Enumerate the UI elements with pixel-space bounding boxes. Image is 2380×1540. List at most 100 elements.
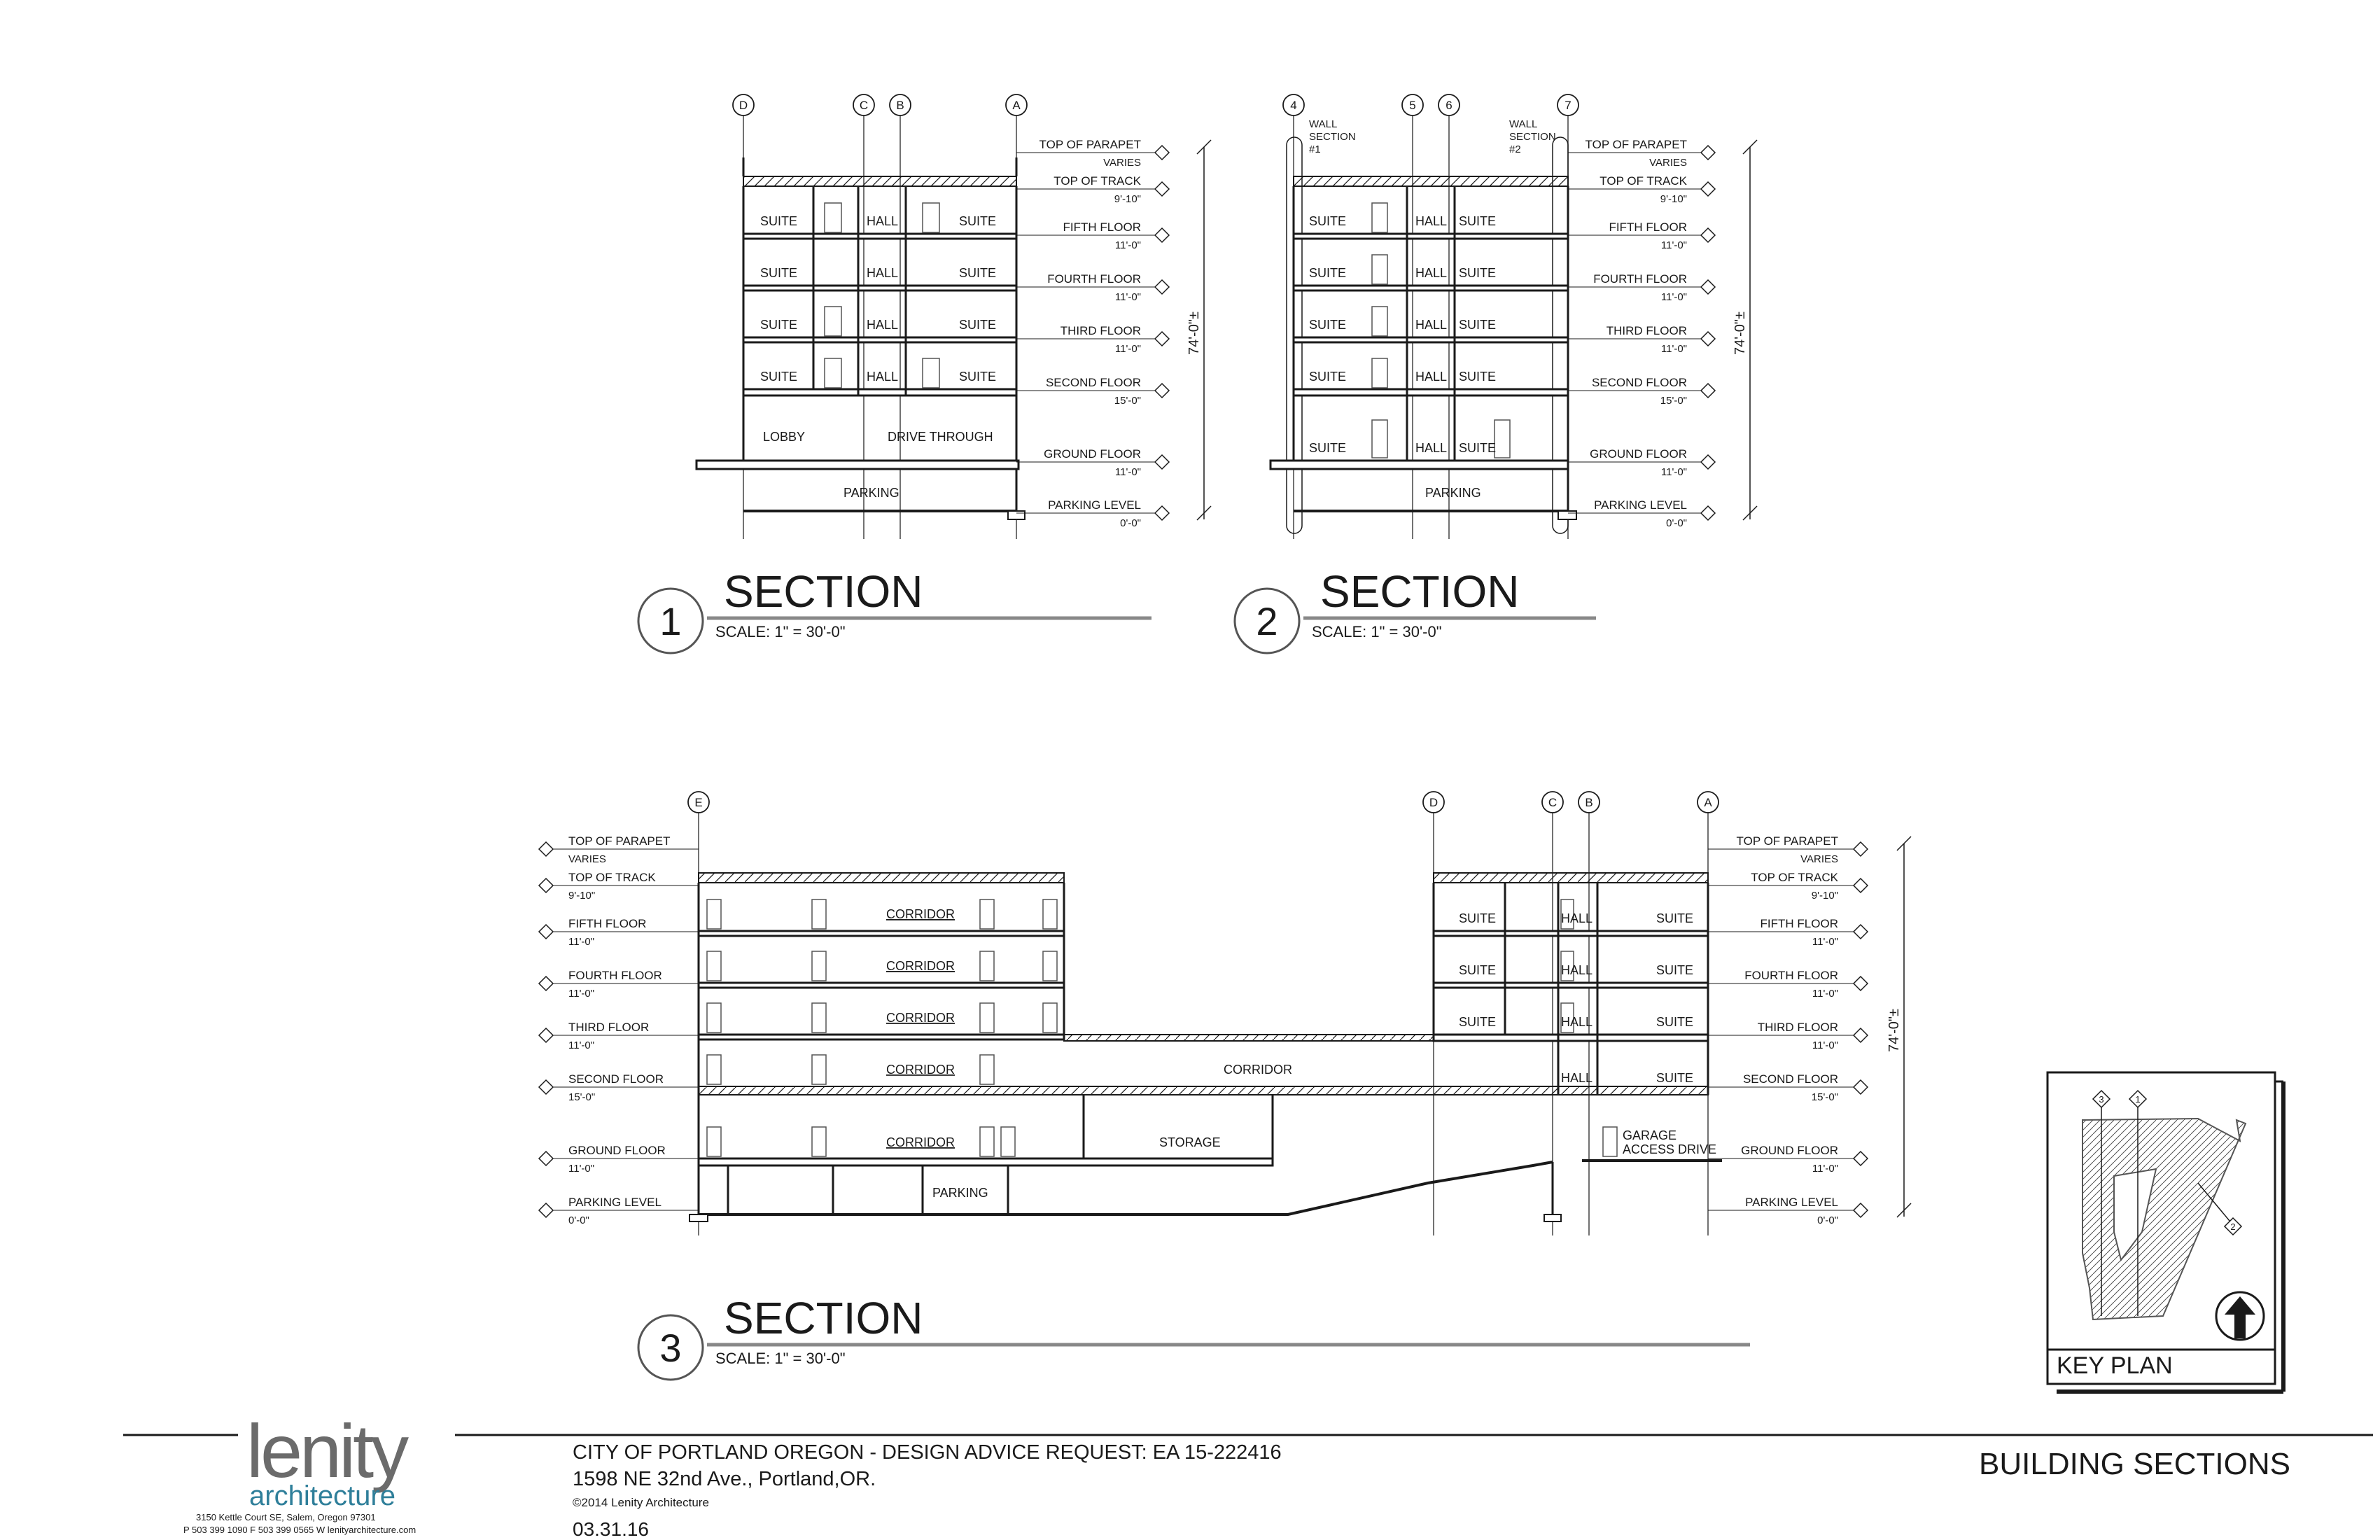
key-plan-marker-label: 1 <box>2135 1094 2140 1105</box>
level-name: SECOND FLOOR <box>1743 1072 1838 1086</box>
room-label: STORAGE <box>1159 1135 1221 1149</box>
sheet-title: BUILDING SECTIONS <box>1979 1447 2290 1481</box>
grid-bubble <box>1557 94 1579 116</box>
level-value: VARIES <box>1649 157 1687 169</box>
room-label: SUITE <box>760 266 797 280</box>
level-value: 9'-10" <box>1812 890 1838 902</box>
level-name: TOP OF TRACK <box>1054 174 1141 188</box>
room-label: HALL <box>867 318 898 332</box>
room-label: GARAGE <box>1623 1128 1676 1142</box>
section-1-building <box>695 158 1026 520</box>
level-name: SECOND FLOOR <box>1046 376 1141 389</box>
section-title: SECTION <box>724 1293 923 1343</box>
level-name: TOP OF TRACK <box>568 871 656 884</box>
section-3-level-markers-right: TOP OF PARAPET VARIES TOP OF TRACK 9'-10… <box>1708 834 1912 1226</box>
level-value: 11'-0" <box>1661 239 1687 251</box>
section-3-level-markers-left: TOP OF PARAPET VARIES TOP OF TRACK 9'-10… <box>538 834 699 1226</box>
grid-bubble <box>732 94 755 116</box>
wall-section-1-label: WALL <box>1309 118 1337 130</box>
section-number-bubble <box>637 587 704 654</box>
grid-label: C <box>860 99 868 112</box>
room-label: PARKING <box>844 486 899 500</box>
level-value: 15'-0" <box>568 1091 595 1103</box>
level-value: 11'-0" <box>1115 291 1141 303</box>
grid-bubble <box>1282 94 1305 116</box>
level-name: FOURTH FLOOR <box>568 969 662 982</box>
level-name: GROUND FLOOR <box>1590 447 1687 461</box>
level-name: FOURTH FLOOR <box>1593 272 1687 286</box>
section-3: E D C B A <box>538 791 1912 1381</box>
level-value: 11'-0" <box>1812 988 1838 1000</box>
section-number-bubble <box>637 1314 704 1381</box>
level-name: GROUND FLOOR <box>1044 447 1141 461</box>
room-label: SUITE <box>959 266 996 280</box>
level-name: FIFTH FLOOR <box>568 917 646 930</box>
level-name: GROUND FLOOR <box>1741 1144 1838 1157</box>
room-label: HALL <box>1561 1015 1592 1029</box>
level-value: VARIES <box>568 853 606 865</box>
level-name: FOURTH FLOOR <box>1744 969 1838 982</box>
section-number: 3 <box>659 1326 681 1370</box>
section-2: 4 5 6 7 WALL SECTION #1 WALL SECTION #2 <box>1233 94 1758 654</box>
level-value: 0'-0" <box>1120 517 1141 529</box>
room-label: LOBBY <box>763 430 805 444</box>
section-number: 2 <box>1256 599 1278 643</box>
level-value: 15'-0" <box>1114 395 1141 407</box>
room-label: PARKING <box>932 1186 988 1200</box>
section-2-rooms: SUITE HALL SUITE SUITE HALL SUITE SUITE … <box>1309 214 1496 500</box>
room-label: SUITE <box>1309 370 1346 384</box>
grid-bubble <box>1578 791 1600 813</box>
grid-label: 6 <box>1446 99 1452 112</box>
room-label: SUITE <box>1656 1071 1693 1085</box>
level-name: TOP OF PARAPET <box>1040 138 1141 151</box>
title-block: lenity architecture 3150 Kettle Court SE… <box>123 1408 2373 1540</box>
level-name: PARKING LEVEL <box>1594 498 1687 512</box>
level-name: SECOND FLOOR <box>568 1072 664 1086</box>
level-name: SECOND FLOOR <box>1592 376 1687 389</box>
room-label: SUITE <box>1459 318 1496 332</box>
section-1-title: 1 SECTION SCALE: 1" = 30'-0" <box>637 566 1152 654</box>
level-value: 11'-0" <box>568 1163 594 1175</box>
wall-section-2-label: WALL <box>1509 118 1537 130</box>
level-value: 11'-0" <box>1812 1040 1838 1051</box>
level-value: 0'-0" <box>1666 517 1687 529</box>
level-value: 11'-0" <box>1115 343 1141 355</box>
level-name: TOP OF TRACK <box>1600 174 1687 188</box>
level-name: GROUND FLOOR <box>568 1144 666 1157</box>
grid-bubble <box>1401 94 1424 116</box>
room-label: SUITE <box>760 318 797 332</box>
level-name: FOURTH FLOOR <box>1047 272 1141 286</box>
level-value: 9'-10" <box>568 890 595 902</box>
section-number: 1 <box>659 599 681 643</box>
level-name: FIFTH FLOOR <box>1760 917 1838 930</box>
key-plan-label: KEY PLAN <box>2057 1352 2173 1379</box>
firm-address: 3150 Kettle Court SE, Salem, Oregon 9730… <box>196 1512 376 1522</box>
section-2-grid-bubbles: 4 5 6 7 <box>1282 94 1579 116</box>
room-label: CORRIDOR <box>886 1063 955 1077</box>
grid-bubble <box>1438 94 1460 116</box>
wall-section-2-label: #2 <box>1509 144 1521 155</box>
level-name: FIFTH FLOOR <box>1063 220 1141 234</box>
room-label: HALL <box>1561 1071 1592 1085</box>
section-number-bubble <box>1233 587 1301 654</box>
level-name: TOP OF PARAPET <box>568 834 670 848</box>
project-copyright: ©2014 Lenity Architecture <box>573 1496 709 1509</box>
grid-label: D <box>1429 796 1438 809</box>
level-value: 11'-0" <box>1115 239 1141 251</box>
section-3-building <box>689 872 1722 1222</box>
section-2-title: 2 SECTION SCALE: 1" = 30'-0" <box>1233 566 1596 654</box>
grid-label: B <box>896 99 904 112</box>
grid-label: A <box>1704 796 1712 809</box>
level-value: VARIES <box>1103 157 1141 169</box>
room-label: HALL <box>1415 370 1447 384</box>
project-line-1: CITY OF PORTLAND OREGON - DESIGN ADVICE … <box>573 1441 1282 1464</box>
overall-height: 74'-0"± <box>1732 312 1748 355</box>
grid-label: A <box>1012 99 1021 112</box>
project-date: 03.31.16 <box>573 1518 649 1540</box>
room-label: CORRIDOR <box>886 1011 955 1025</box>
level-name: THIRD FLOOR <box>568 1021 649 1034</box>
room-label: HALL <box>867 214 898 228</box>
grid-label: 5 <box>1409 99 1415 112</box>
level-name: PARKING LEVEL <box>1048 498 1141 512</box>
level-value: 11'-0" <box>1661 291 1687 303</box>
